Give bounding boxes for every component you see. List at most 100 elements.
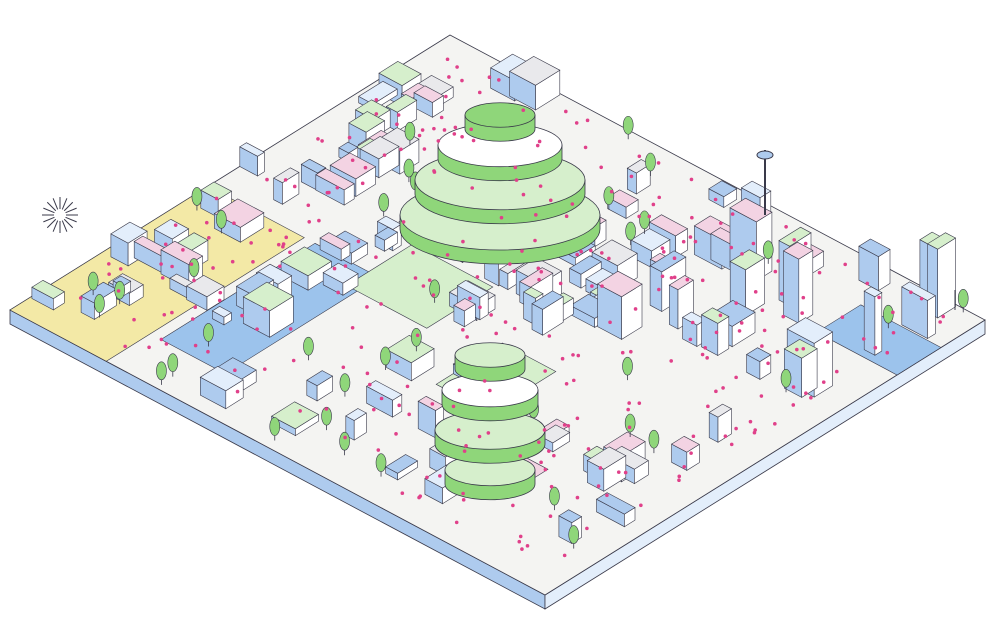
person [575, 416, 580, 421]
person [801, 295, 806, 300]
building [453, 298, 476, 328]
person [834, 369, 839, 374]
building-roof [778, 226, 812, 247]
buildings [31, 53, 969, 549]
building-roof [345, 408, 367, 421]
building [242, 281, 294, 338]
person [283, 178, 288, 182]
person [791, 403, 796, 407]
person [660, 246, 665, 250]
person [521, 192, 526, 197]
person [118, 267, 123, 271]
person [840, 315, 845, 319]
person [669, 359, 674, 363]
person [365, 305, 369, 309]
person [343, 264, 348, 268]
person [562, 423, 567, 427]
person [795, 347, 799, 352]
person [379, 302, 383, 306]
person [762, 328, 767, 333]
building-roof [729, 197, 773, 223]
person [776, 259, 781, 263]
person [616, 470, 621, 474]
building [597, 270, 643, 340]
building-roof [519, 267, 554, 288]
person [163, 242, 168, 247]
person [335, 185, 340, 190]
person [421, 284, 426, 288]
building-roof [31, 279, 65, 299]
person [206, 349, 210, 354]
person [160, 276, 165, 280]
stacked-park-tower [434, 342, 546, 501]
person [347, 135, 352, 140]
tree-canopy [957, 289, 969, 308]
person [549, 484, 554, 489]
person [574, 121, 579, 125]
building-roof [255, 263, 293, 285]
building [306, 370, 334, 402]
person [284, 235, 289, 240]
person [609, 189, 614, 194]
person [535, 143, 540, 148]
person [457, 388, 462, 393]
tree-canopy [625, 221, 636, 241]
person [514, 178, 519, 182]
tree-canopy [380, 346, 391, 366]
building-roof [649, 250, 687, 273]
building-roof [569, 255, 602, 275]
building-roof [110, 221, 148, 244]
person [497, 78, 501, 82]
person [343, 435, 347, 440]
building-left-wall [668, 284, 679, 330]
person [677, 478, 681, 483]
building-roof [160, 240, 204, 265]
tree [403, 158, 415, 183]
person [281, 244, 285, 249]
person [520, 249, 524, 253]
building-roof [595, 492, 636, 515]
person [693, 239, 698, 244]
building [322, 262, 359, 296]
building [374, 226, 399, 252]
person [431, 293, 436, 297]
person [589, 248, 593, 253]
building-roof [786, 317, 834, 344]
person [400, 491, 405, 495]
person [461, 328, 465, 332]
person [478, 305, 482, 310]
person [432, 169, 436, 173]
tree-canopy [603, 186, 615, 205]
person [116, 289, 121, 293]
person [503, 320, 508, 324]
building-left-wall [863, 290, 876, 356]
tree [622, 115, 634, 140]
person [564, 214, 569, 219]
person [415, 333, 420, 338]
person [633, 307, 638, 311]
person [417, 133, 422, 138]
building-roof [901, 281, 936, 301]
building-roof [359, 136, 400, 160]
person [460, 78, 464, 83]
person [486, 431, 491, 435]
person [766, 361, 770, 366]
tree [156, 361, 167, 385]
person [647, 214, 652, 219]
person [681, 239, 686, 244]
person [543, 369, 547, 373]
building-right-wall [874, 291, 883, 356]
tree-canopy [622, 356, 633, 376]
person [444, 94, 448, 99]
tv-tower-deck [756, 150, 774, 160]
person [451, 404, 456, 409]
person [817, 270, 822, 275]
tree [624, 413, 636, 437]
building [531, 290, 564, 336]
person [263, 307, 267, 311]
tower-ring-deck [464, 102, 536, 128]
person [512, 269, 516, 273]
building-roof [927, 232, 957, 250]
tree-canopy [762, 240, 774, 260]
